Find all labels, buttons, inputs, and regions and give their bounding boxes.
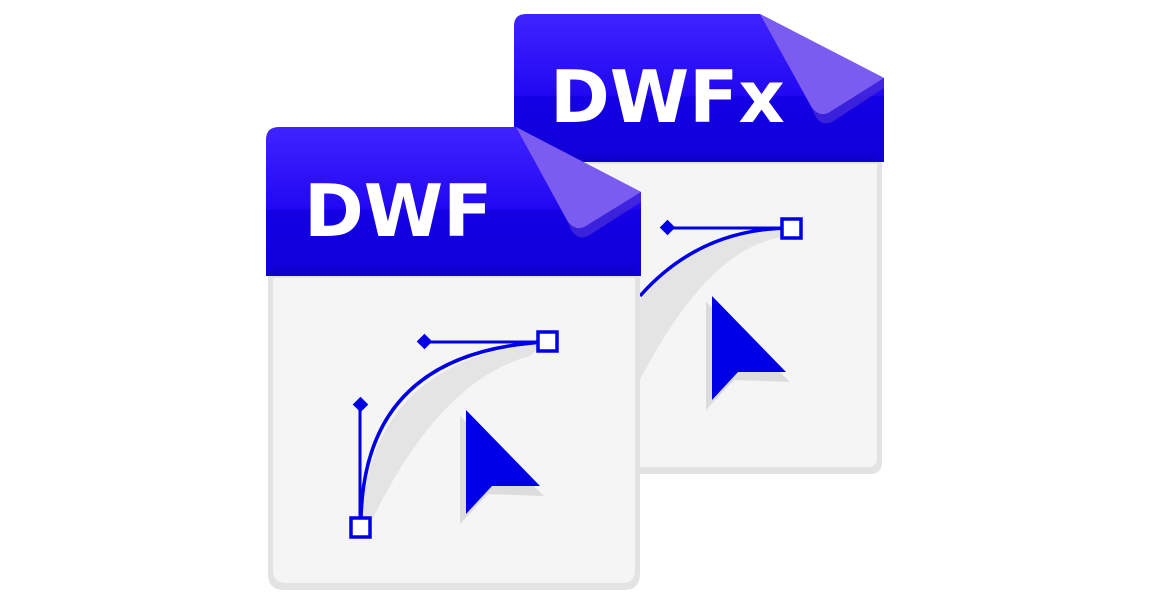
dwf-anchor-square-top [536,330,559,353]
dwf-cursor-icon [460,410,544,524]
dwf-anchor-square-bottom [349,516,372,539]
dwfx-handle-diamond [659,219,676,236]
dwfx-fold [760,14,884,115]
dwfx-label: DWFx [550,55,785,139]
dwf-fold [516,127,641,229]
dwf-label: DWF [304,169,492,253]
dwfx-bezier-graphic [638,217,803,380]
dwfx-anchor-square [780,217,803,240]
dwf-body [273,278,635,583]
dwf-document: DWF [266,127,641,590]
dwfx-cursor-icon [706,296,790,410]
